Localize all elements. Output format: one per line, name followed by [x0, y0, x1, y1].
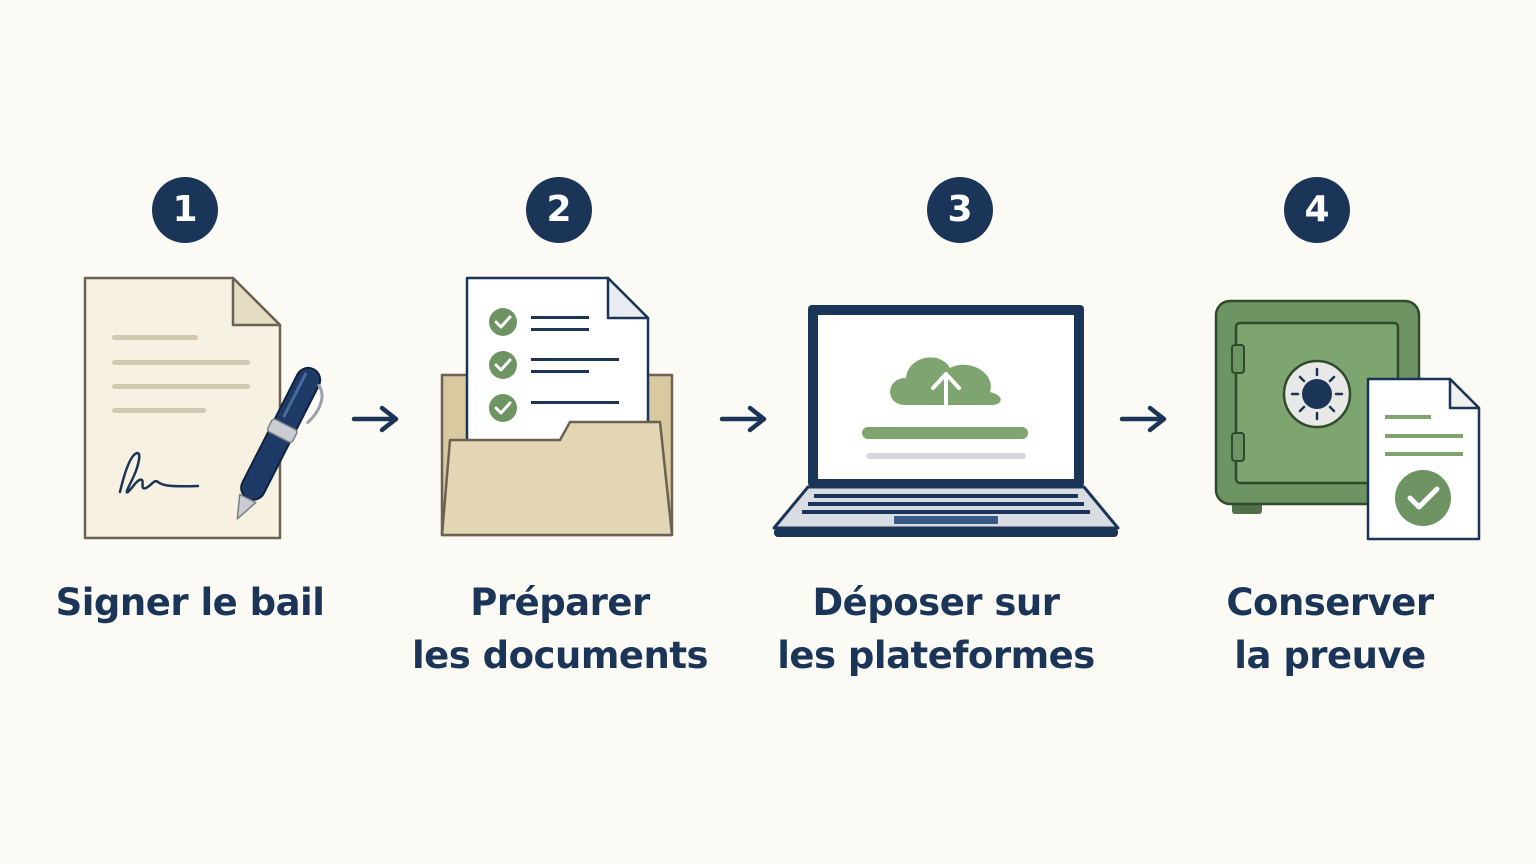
laptop-upload-icon: [772, 305, 1120, 537]
step-3-label-line-2: les plateformes: [777, 634, 1095, 677]
signed-lease-icon: [83, 276, 324, 540]
step-1-badge: 1: [152, 177, 218, 243]
arrow-right-icon: [719, 405, 767, 433]
step-4-label-line-2: la preuve: [1234, 634, 1426, 677]
safe-proof-icon: [1214, 299, 1481, 541]
step-2-label: Préparer les documents: [400, 576, 720, 682]
step-3-label-line-1: Déposer sur: [812, 581, 1060, 624]
step-2-label-line-2: les documents: [411, 634, 709, 677]
step-1-label-line-1: Signer le bail: [55, 581, 325, 624]
document-folder-icon: [440, 276, 674, 537]
step-4-label-line-1: Conserver: [1226, 581, 1434, 624]
arrow-right-icon: [351, 405, 399, 433]
step-2-badge: 2: [526, 177, 592, 243]
step-4-badge: 4: [1284, 177, 1350, 243]
arrow-right-icon: [1119, 405, 1167, 433]
step-4-label: Conserver la preuve: [1170, 576, 1490, 682]
step-3-badge: 3: [927, 177, 993, 243]
step-2-label-line-1: Préparer: [470, 581, 650, 624]
step-3-label: Déposer sur les plateformes: [766, 576, 1106, 682]
step-1-label: Signer le bail: [30, 576, 350, 629]
